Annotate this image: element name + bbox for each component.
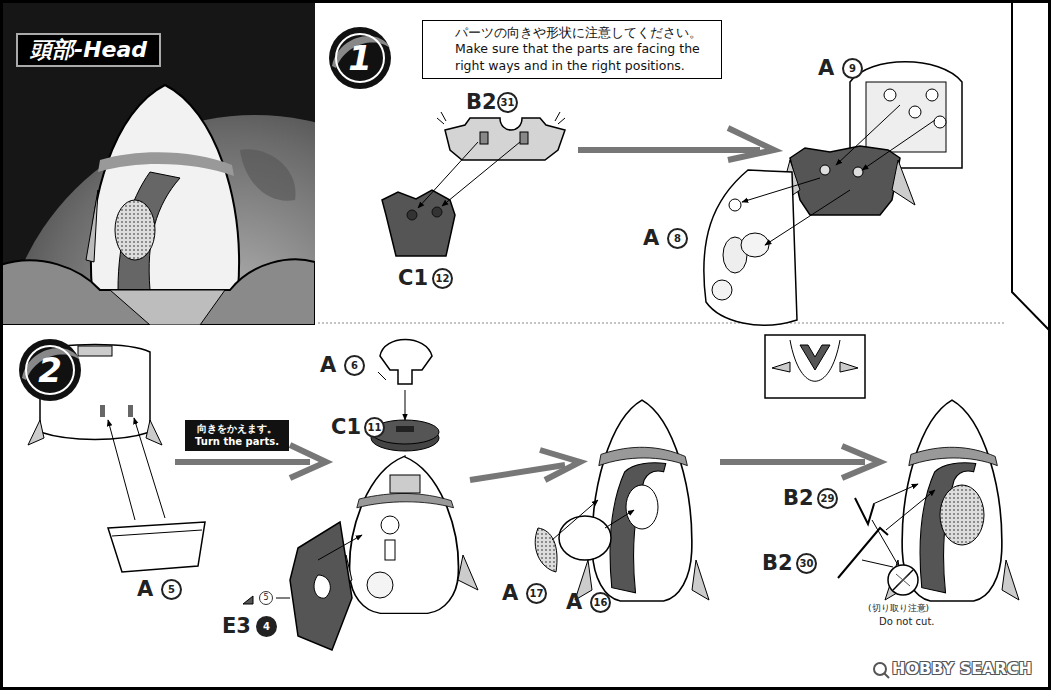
callout-number: 5 <box>259 591 273 605</box>
callout-number: 29 <box>817 488 838 509</box>
callout-number: 4 <box>256 616 277 637</box>
callout-number: 8 <box>667 228 688 249</box>
callout-number: 6 <box>344 355 365 376</box>
note-text: Do not cut. <box>879 617 935 627</box>
part-label: B2 <box>783 488 814 509</box>
callout-number: 30 <box>796 553 817 574</box>
callout-number: 17 <box>526 583 547 604</box>
step-badge: 1 <box>328 26 392 90</box>
section-title: 頭部-Head <box>16 33 161 67</box>
part-label: C1 <box>331 417 361 438</box>
caution-note: パーツの向きや形状に注意してください。 Make sure that the p… <box>422 20 722 79</box>
callout-number: 9 <box>842 58 863 79</box>
part-label: A <box>320 355 336 376</box>
node-text: 2 <box>38 353 62 387</box>
part-label: B2 <box>762 553 793 574</box>
part-label: E3 <box>222 616 251 637</box>
part-label: B2 <box>466 92 497 113</box>
node-text: 向きをかえます。 Turn the parts. <box>189 423 285 448</box>
turn-note: 向きをかえます。 Turn the parts. <box>185 420 289 451</box>
part-label: A <box>137 579 153 600</box>
node-text: パーツの向きや形状に注意してください。 Make sure that the p… <box>455 25 715 74</box>
node-text: 1 <box>348 41 372 75</box>
note-text: (切り取り注意) <box>868 604 929 613</box>
part-label: A <box>643 228 659 249</box>
step-badge: 2 <box>18 338 82 402</box>
watermark: HOBBY SEARCH <box>892 661 1032 677</box>
part-label: A <box>502 583 518 604</box>
part-label: C1 <box>398 268 428 289</box>
part-label: A <box>566 592 582 613</box>
callout-number: 12 <box>432 268 453 289</box>
callout-number: 16 <box>590 592 611 613</box>
callout-number: 11 <box>364 417 385 438</box>
part-label: A <box>818 58 834 79</box>
callout-number: 31 <box>497 92 518 113</box>
callout-number: 5 <box>161 579 182 600</box>
